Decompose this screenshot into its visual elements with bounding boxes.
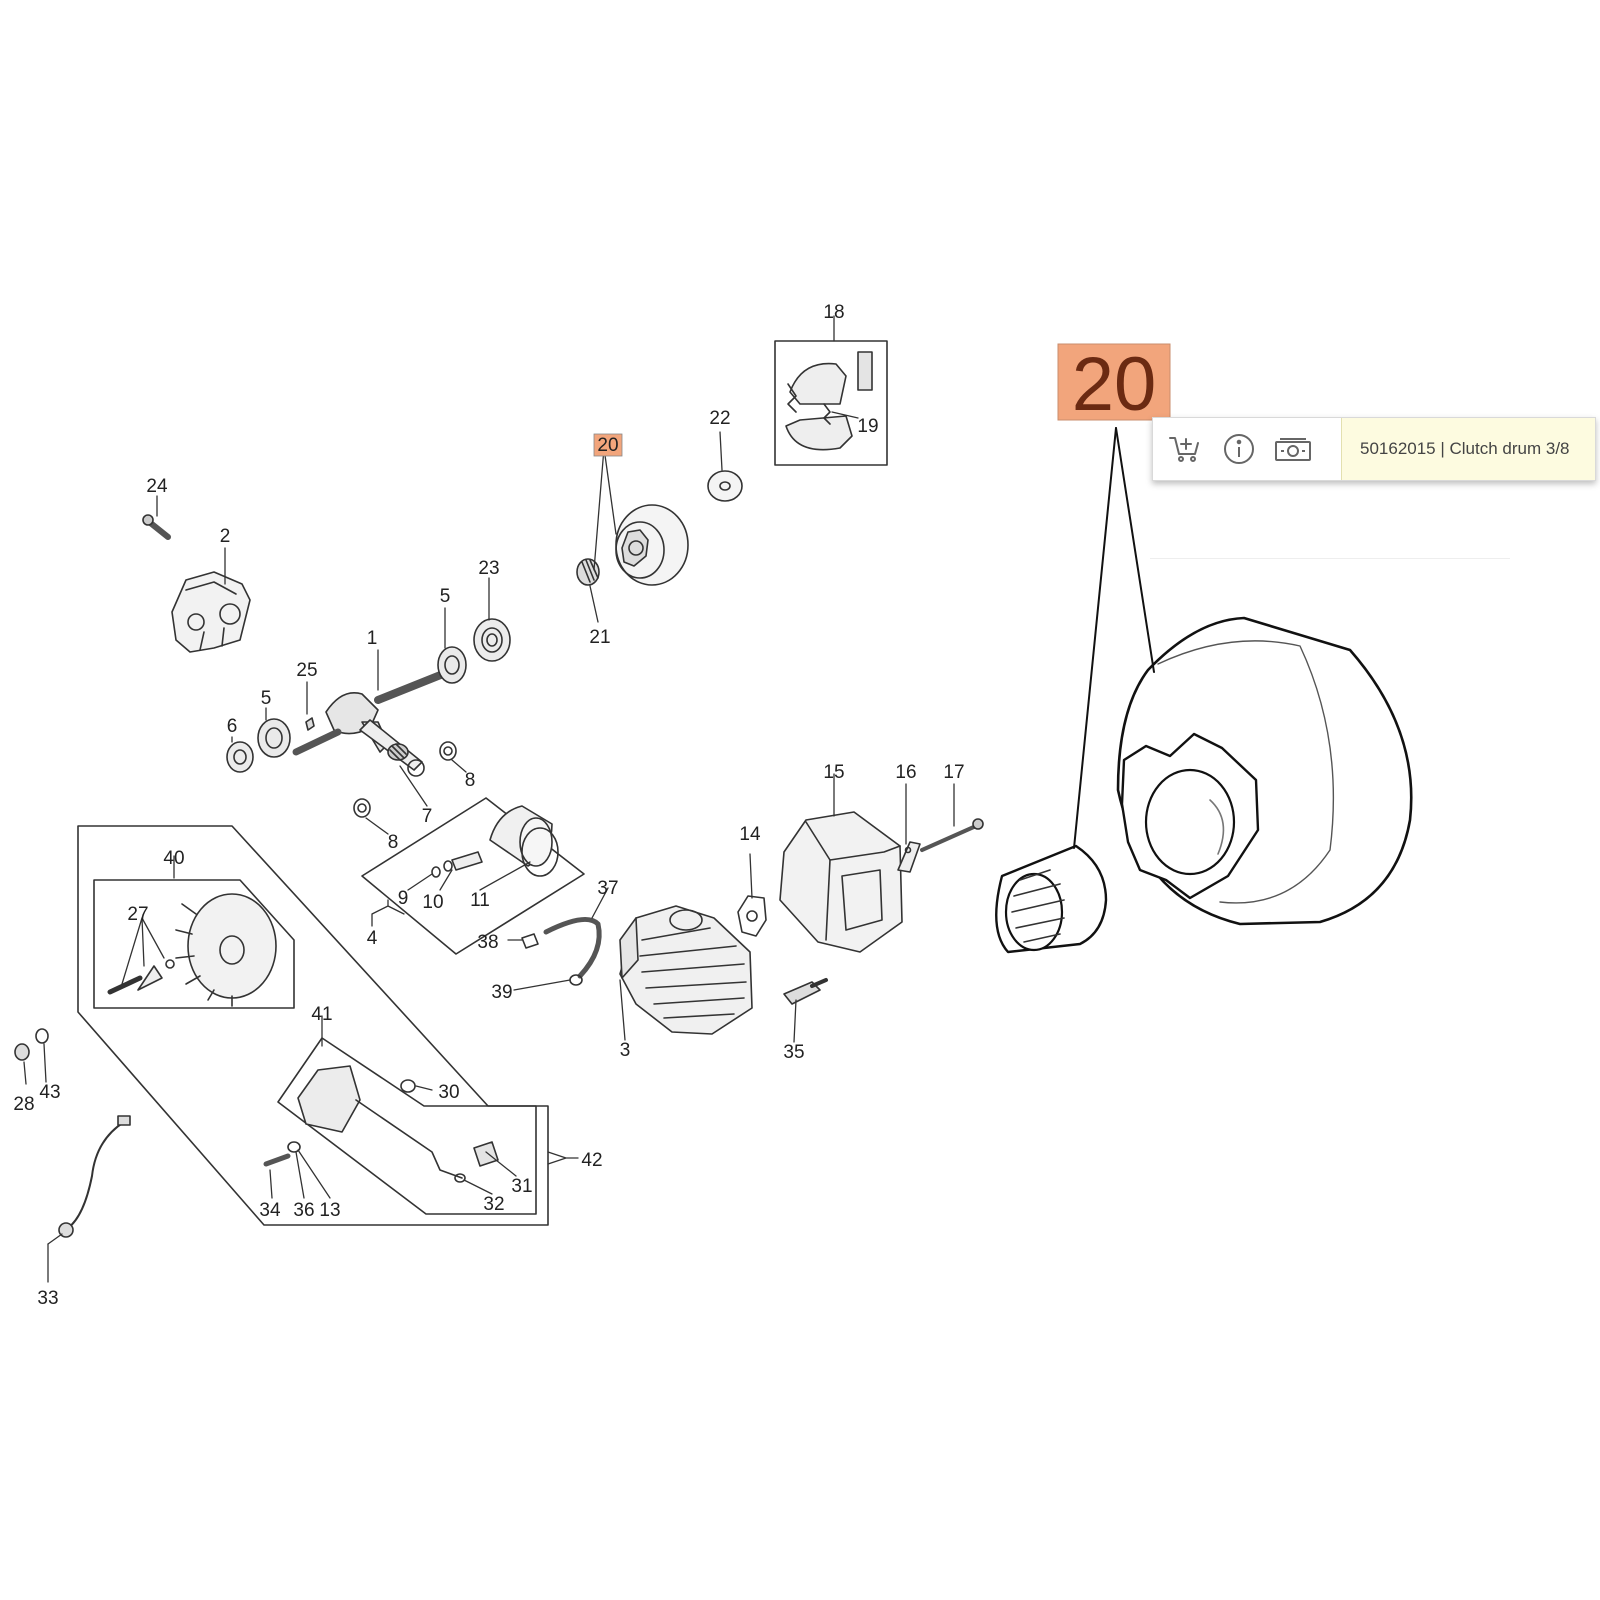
part-25-key[interactable] [305, 717, 315, 731]
detail-callout-20: 20 [1057, 342, 1171, 427]
detail-clutch-drum[interactable] [1116, 616, 1413, 926]
part-23-seal[interactable] [473, 618, 511, 662]
callout-31: 31 [511, 1176, 532, 1197]
callout-10: 10 [422, 892, 443, 913]
callout-19: 19 [857, 416, 878, 437]
callout-1: 1 [367, 628, 378, 649]
callout-41: 41 [311, 1004, 332, 1025]
callout-30: 30 [438, 1082, 459, 1103]
part-action-icons [1153, 418, 1341, 480]
part-14-gasket[interactable] [737, 895, 767, 937]
part-28-nut[interactable] [14, 1043, 30, 1061]
part-33-ht-lead[interactable] [58, 1115, 131, 1238]
callout-6: 6 [227, 716, 238, 737]
callout-24: 24 [146, 476, 168, 497]
part-7-needle-bearing[interactable] [387, 743, 409, 761]
callout-5-lower: 5 [261, 688, 272, 709]
part-8-washer-a[interactable] [439, 741, 457, 761]
callout-labels: 1 2 3 4 5 5 6 7 8 8 9 10 11 13 14 15 16 … [13, 302, 964, 1309]
part-8-washer-b[interactable] [353, 798, 371, 818]
callout-11: 11 [470, 890, 490, 911]
callout-39: 39 [491, 982, 512, 1003]
part-16-plate[interactable] [897, 841, 921, 873]
part-42-ignition-group[interactable] [77, 825, 549, 1226]
callout-13: 13 [319, 1200, 340, 1221]
part-6-seal[interactable] [226, 741, 254, 773]
callout-42: 42 [581, 1150, 602, 1171]
part-39-ring[interactable] [569, 974, 583, 986]
callout-35: 35 [783, 1042, 804, 1063]
callout-28: 28 [13, 1094, 34, 1115]
callout-4: 4 [367, 928, 378, 949]
callout-33: 33 [37, 1288, 58, 1309]
callout-38: 38 [477, 932, 498, 953]
callout-25: 25 [296, 660, 317, 681]
callout-36: 36 [293, 1200, 314, 1221]
callout-8-right: 8 [465, 770, 476, 791]
part-5-bearing-lower[interactable] [257, 718, 291, 758]
callout-37: 37 [597, 878, 618, 899]
part-info-popup: 50162015 | Clutch drum 3/8 [1152, 417, 1596, 481]
part-label: 50162015 | Clutch drum 3/8 [1341, 418, 1595, 480]
part-15-muffler[interactable] [779, 811, 903, 953]
detail-needle-cage[interactable] [995, 844, 1108, 954]
callout-22: 22 [709, 408, 730, 429]
part-37-hose[interactable] [543, 917, 602, 979]
cart-icon[interactable] [1165, 429, 1205, 469]
leader-lines [23, 315, 1155, 1283]
callout-20-highlight [593, 433, 623, 457]
part-35-spark-plug[interactable] [783, 978, 828, 1005]
detail-callout-20-text: 20 [1072, 342, 1157, 427]
price-icon[interactable] [1273, 429, 1313, 469]
callout-16: 16 [895, 762, 916, 783]
part-24-screw[interactable] [142, 514, 171, 540]
callout-2: 2 [220, 526, 231, 547]
divider [1150, 558, 1510, 559]
part-22-washer[interactable] [707, 470, 743, 502]
callout-40: 40 [163, 848, 184, 869]
part-17-long-screw[interactable] [920, 818, 984, 852]
callout-43: 43 [39, 1082, 60, 1103]
part-20-clutch-drum-small[interactable] [615, 504, 689, 586]
part-40-flywheel[interactable] [93, 879, 295, 1009]
callout-9: 9 [398, 888, 409, 909]
callout-21: 21 [589, 627, 610, 648]
part-5-bearing-upper[interactable] [437, 646, 467, 684]
callout-20: 20 [597, 435, 618, 456]
part-3-cylinder[interactable] [619, 905, 753, 1035]
part-18-clutch-assembly[interactable] [774, 340, 888, 466]
part-4-piston-kit[interactable] [361, 797, 585, 955]
callout-27: 27 [127, 904, 148, 925]
callout-23: 23 [478, 558, 499, 579]
callout-14: 14 [739, 824, 761, 845]
callout-34: 34 [259, 1200, 281, 1221]
part-2-crankcase-half[interactable] [171, 571, 251, 653]
callout-15: 15 [823, 762, 844, 783]
callout-32: 32 [483, 1194, 504, 1215]
part-38-clip[interactable] [521, 933, 539, 949]
callout-18: 18 [823, 302, 844, 323]
part-21-needle-cage[interactable] [576, 558, 600, 586]
part-43-washer[interactable] [35, 1028, 49, 1044]
callout-8-left: 8 [388, 832, 399, 853]
callout-5-upper: 5 [440, 586, 451, 607]
callout-7: 7 [422, 806, 433, 827]
info-icon[interactable] [1219, 429, 1259, 469]
part-1-crankshaft[interactable] [292, 668, 452, 777]
part-30-spacer[interactable] [400, 1079, 416, 1093]
callout-3: 3 [620, 1040, 631, 1061]
callout-17: 17 [943, 762, 964, 783]
part-41-ignition-coil[interactable] [263, 1037, 537, 1215]
